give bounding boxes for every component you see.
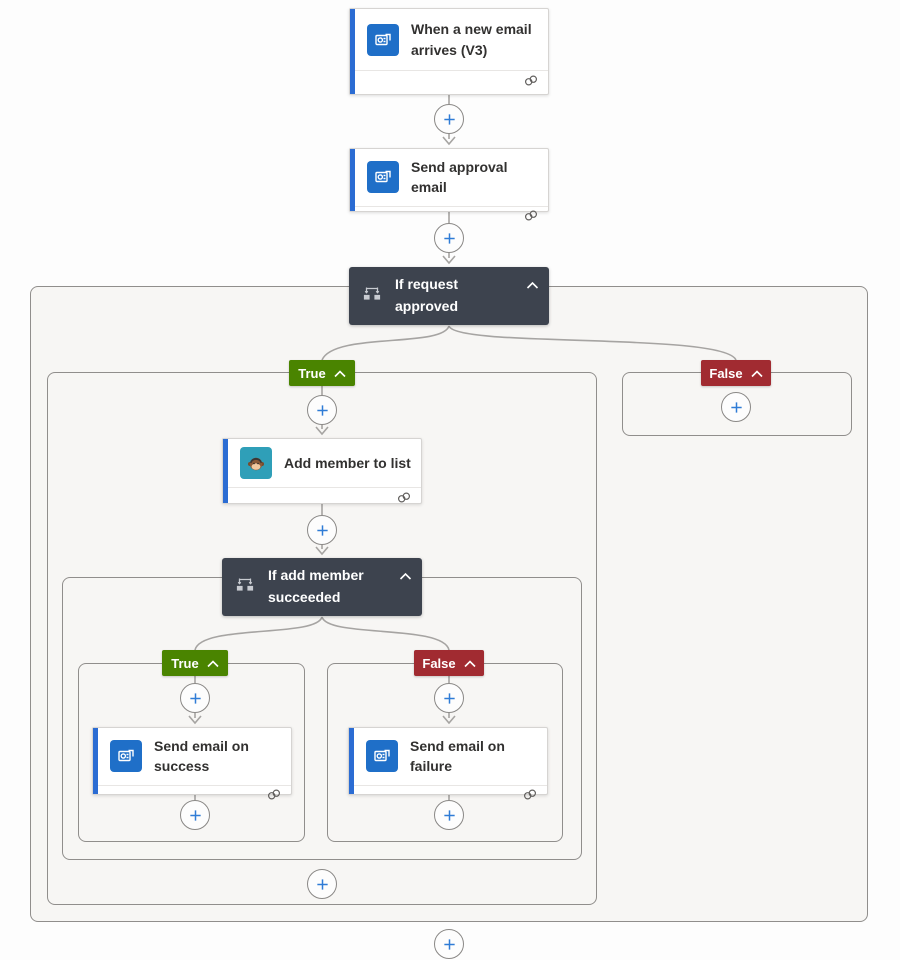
add-action-button[interactable] bbox=[307, 869, 337, 899]
chevron-up-icon[interactable] bbox=[334, 366, 346, 381]
connection-icon bbox=[266, 788, 282, 806]
chevron-up-icon[interactable] bbox=[751, 366, 763, 381]
insert-step-button[interactable] bbox=[307, 515, 337, 545]
connection-icon bbox=[522, 788, 538, 806]
badge-label: True bbox=[171, 655, 199, 671]
card-title: Send email on failure bbox=[410, 738, 505, 775]
add-action-button[interactable] bbox=[434, 800, 464, 830]
true-branch-badge-member[interactable]: True bbox=[162, 650, 228, 676]
card-accent-bar bbox=[350, 149, 355, 211]
add-action-button[interactable] bbox=[721, 392, 751, 422]
insert-step-button[interactable] bbox=[434, 104, 464, 134]
card-accent-bar bbox=[349, 728, 354, 794]
send-approval-card[interactable]: Send approval email bbox=[349, 148, 549, 221]
insert-step-button[interactable] bbox=[434, 223, 464, 253]
condition-title: If add member succeeded bbox=[268, 567, 364, 605]
card-title: Send email on success bbox=[154, 738, 249, 775]
true-branch-badge-request[interactable]: True bbox=[289, 360, 355, 386]
condition-card-member[interactable]: If add member succeeded bbox=[222, 558, 422, 616]
insert-step-button[interactable] bbox=[434, 683, 464, 713]
trigger-card[interactable]: When a new email arrives (V3) bbox=[349, 8, 549, 95]
condition-card-request[interactable]: If request approved bbox=[349, 267, 549, 325]
add-action-button[interactable] bbox=[434, 929, 464, 959]
badge-label: False bbox=[709, 365, 743, 381]
outlook-icon bbox=[110, 740, 142, 773]
card-title: Send approval email bbox=[411, 159, 508, 196]
send-failure-card[interactable]: Send email on failure bbox=[348, 727, 548, 800]
condition-icon bbox=[236, 576, 254, 599]
insert-step-button[interactable] bbox=[307, 395, 337, 425]
card-title: When a new email arrives (V3) bbox=[411, 21, 532, 58]
insert-step-button[interactable] bbox=[180, 683, 210, 713]
card-title: Add member to list bbox=[284, 454, 411, 471]
outlook-icon bbox=[367, 161, 399, 194]
connection-icon bbox=[523, 74, 539, 92]
false-branch-badge-request[interactable]: False bbox=[701, 360, 771, 386]
false-branch-badge-member[interactable]: False bbox=[414, 650, 484, 676]
chevron-up-icon[interactable] bbox=[207, 656, 219, 671]
connection-icon bbox=[396, 491, 412, 509]
add-member-card[interactable]: Add member to list bbox=[222, 438, 422, 504]
outlook-icon bbox=[367, 23, 399, 56]
send-success-card[interactable]: Send email on success bbox=[92, 727, 292, 800]
add-action-button[interactable] bbox=[180, 800, 210, 830]
card-accent-bar bbox=[350, 9, 355, 94]
card-accent-bar bbox=[93, 728, 98, 794]
chevron-up-icon[interactable] bbox=[464, 656, 476, 671]
outlook-icon bbox=[366, 740, 398, 773]
badge-label: True bbox=[298, 365, 326, 381]
chevron-up-icon[interactable] bbox=[526, 277, 539, 295]
connection-icon bbox=[523, 209, 539, 227]
chevron-up-icon[interactable] bbox=[399, 568, 412, 586]
mailchimp-icon bbox=[240, 447, 272, 479]
condition-title: If request approved bbox=[395, 276, 459, 314]
card-accent-bar bbox=[223, 439, 228, 503]
condition-icon bbox=[363, 285, 381, 308]
badge-label: False bbox=[422, 655, 456, 671]
